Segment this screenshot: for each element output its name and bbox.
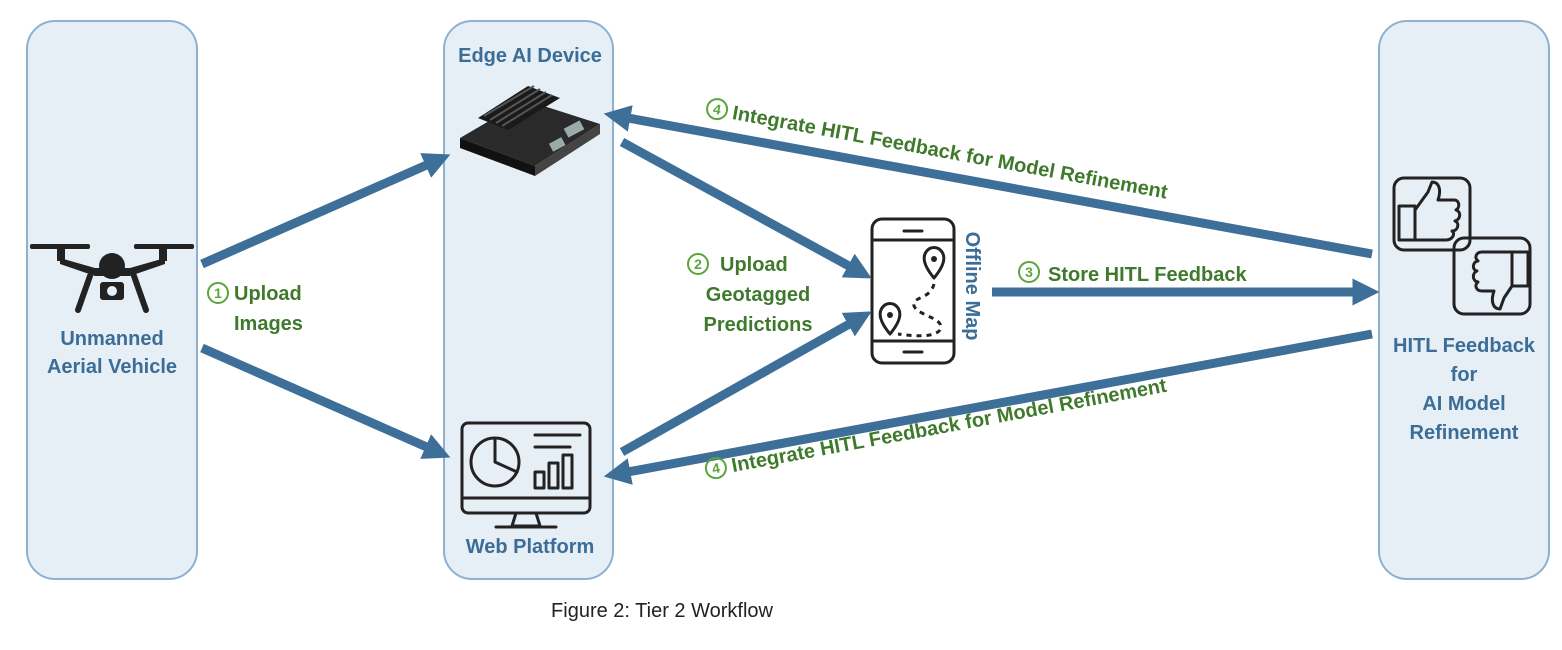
step2-badge	[687, 253, 709, 275]
step2-label-line1: Upload	[720, 254, 788, 276]
hitl-panel	[1378, 20, 1550, 580]
arrow-web-to-map	[619, 311, 872, 456]
thumbs-up-icon	[1392, 176, 1472, 252]
step2-label-line3: Predictions	[704, 314, 813, 336]
step4-bottom-number: 4	[711, 459, 722, 476]
step3-label: Store HITL Feedback	[1048, 264, 1247, 286]
hitl-label-line2: for	[1451, 364, 1478, 386]
phone-map-icon	[870, 217, 956, 365]
step1-number: 1	[214, 285, 222, 301]
edge-board-icon	[460, 85, 600, 176]
edge-ai-device-label: Edge AI Device	[458, 45, 602, 67]
hitl-label-line1: HITL Feedback	[1393, 335, 1536, 357]
step2-label-line2: Geotagged	[706, 284, 810, 306]
arrow-hitl-to-edge	[603, 105, 1373, 259]
arrow-hitl-to-web	[603, 329, 1373, 485]
step4-top-badge	[706, 98, 729, 121]
thumbs-down-icon	[1452, 236, 1532, 316]
step4-top-number: 4	[712, 101, 723, 118]
arrow-uav-to-edge	[200, 153, 451, 269]
figure-caption: Figure 2: Tier 2 Workflow	[551, 600, 773, 622]
step3-number: 3	[1025, 264, 1033, 280]
step2-number: 2	[694, 256, 702, 272]
web-platform-label: Web Platform	[466, 536, 595, 558]
arrow-uav-to-web	[200, 343, 451, 459]
step1-label-line2: Images	[234, 313, 303, 335]
step4-bottom-label: Integrate HITL Feedback for Model Refine…	[730, 375, 1169, 477]
hitl-label-line3: AI Model	[1422, 393, 1505, 415]
monitor-dashboard-icon	[460, 421, 592, 529]
arrow-edge-to-map	[619, 138, 872, 279]
hitl-label-line4: Refinement	[1410, 422, 1519, 444]
step4-top-group: 4 Integrate HITL Feedback for Model Refi…	[706, 98, 1170, 204]
uav-label-line2: Aerial Vehicle	[47, 356, 177, 378]
drone-icon	[30, 244, 194, 313]
uav-label-line1: Unmanned	[60, 328, 163, 350]
step1-badge	[207, 282, 229, 304]
step4-bottom-badge	[704, 457, 727, 480]
step1-label-line1: Upload	[234, 283, 302, 305]
step4-bottom-group: 4 Integrate HITL Feedback for Model Refi…	[704, 375, 1169, 480]
step3-badge	[1018, 261, 1040, 283]
offline-map-label: Offline Map	[961, 232, 983, 341]
